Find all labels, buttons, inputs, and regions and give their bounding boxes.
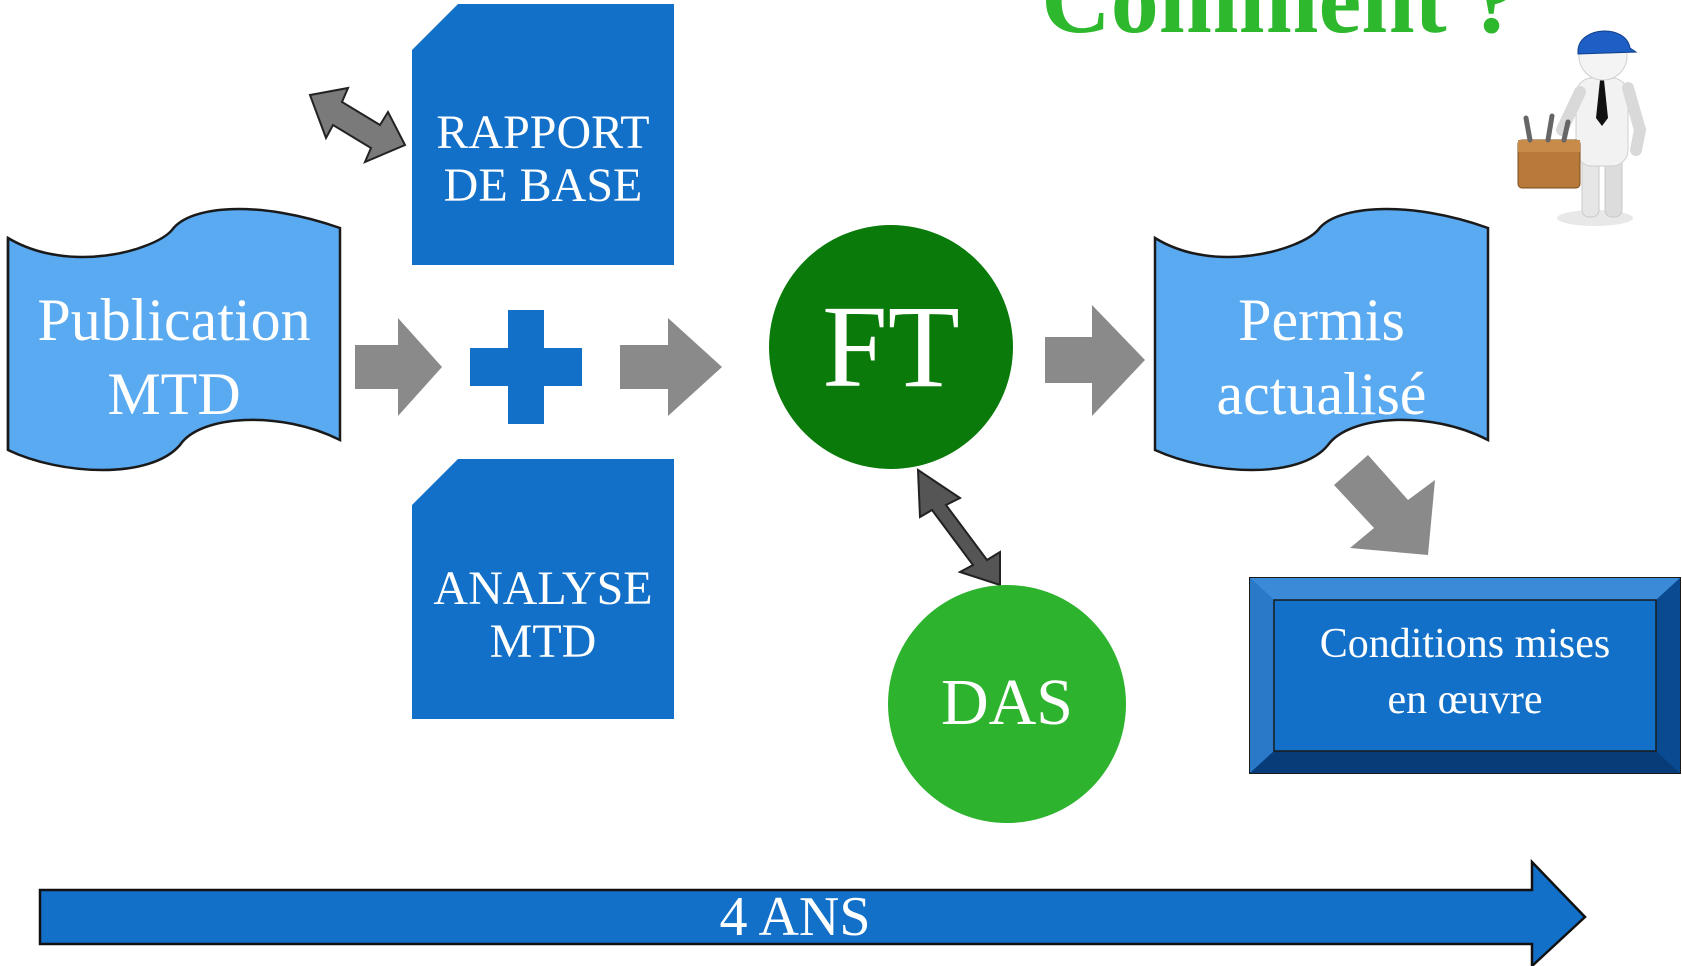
- analyse-line2: MTD: [489, 615, 597, 668]
- arrow-right-icon: [620, 318, 722, 416]
- conditions-line2: en œuvre: [1387, 677, 1543, 723]
- publication-line1: Publication: [37, 287, 311, 353]
- permis-line1: Permis: [1238, 287, 1405, 353]
- das-circle: [888, 585, 1126, 823]
- rapport-line1: RAPPORT: [436, 106, 650, 159]
- permis-label: Permis actualisé: [1155, 283, 1488, 431]
- conditions-label: Conditions mises en œuvre: [1274, 616, 1656, 728]
- timeline-arrow: [38, 858, 1587, 966]
- arrow-down-right-icon: [1334, 455, 1435, 555]
- analyse-line1: ANALYSE: [433, 562, 653, 615]
- worker-figure-icon: [1517, 30, 1647, 226]
- analyse-document: [412, 459, 674, 719]
- plus-icon: [470, 310, 582, 424]
- arrow-right-icon: [1045, 305, 1145, 416]
- double-arrow-icon: [916, 468, 1001, 587]
- publication-scroll: [6, 207, 342, 472]
- permis-line2: actualisé: [1216, 361, 1427, 427]
- conditions-box: [1249, 577, 1681, 774]
- publication-label: Publication MTD: [8, 283, 340, 431]
- analyse-label: ANALYSE MTD: [412, 562, 674, 668]
- rapport-document: [412, 4, 674, 265]
- das-label: DAS: [940, 666, 1074, 739]
- permis-scroll: [1153, 207, 1490, 472]
- ft-label: FT: [822, 281, 960, 412]
- rapport-line2: DE BASE: [443, 159, 643, 212]
- publication-line2: MTD: [107, 361, 241, 427]
- page-title: Comment ?: [900, 0, 1660, 48]
- timeline-label: 4 ANS: [719, 886, 871, 948]
- ft-circle: [769, 225, 1013, 469]
- double-arrow-icon: [308, 86, 407, 164]
- arrow-right-icon: [355, 318, 442, 416]
- rapport-label: RAPPORT DE BASE: [412, 106, 674, 212]
- conditions-line1: Conditions mises: [1319, 621, 1611, 667]
